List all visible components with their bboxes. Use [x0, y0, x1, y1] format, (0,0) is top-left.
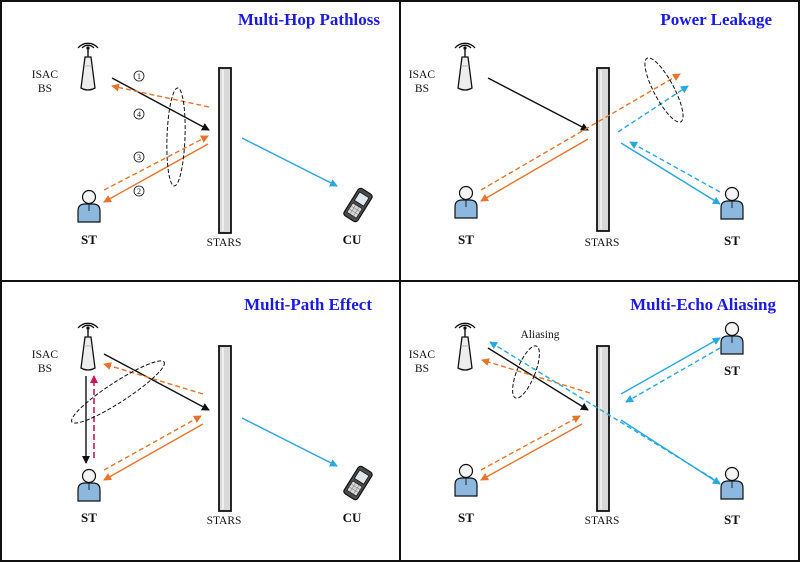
person-icon [454, 463, 478, 497]
arrow-stars-to-st-left [480, 138, 589, 202]
panel-multi-hop-pathloss: Multi-Hop Pathloss ISAC BS ST STARS CU 1… [32, 10, 381, 249]
hop-group-ellipse [166, 87, 186, 187]
arrow-stars-to-cu [241, 137, 338, 187]
antenna-tower-icon [454, 322, 476, 371]
arrow-stars-to-st-bottom [620, 419, 721, 485]
st-right-label: ST [724, 233, 740, 248]
antenna-tower-icon [454, 42, 476, 91]
bs-label-line-2: BS [38, 363, 52, 375]
leakage-ellipse [644, 57, 684, 123]
arrow-bs-to-stars [111, 77, 210, 131]
aliasing-label: Aliasing [521, 329, 560, 341]
person-icon [454, 185, 478, 219]
stars-label: STARS [207, 515, 242, 527]
panel-title: Multi-Path Effect [244, 295, 372, 314]
arrow-st-echo-to-stars [103, 135, 209, 191]
stars-panel-icon [218, 345, 232, 512]
bs-label-line-1: ISAC [409, 349, 436, 361]
svg-text:3: 3 [137, 153, 141, 162]
antenna-tower-icon [77, 42, 99, 91]
panel-title: Multi-Echo Aliasing [630, 295, 776, 314]
arrow-st-left-echo [480, 415, 581, 471]
bs-label-line-1: ISAC [409, 69, 436, 81]
person-icon [720, 466, 744, 500]
multi-path-ellipse [71, 360, 165, 424]
arrow-leakage-blue [617, 85, 689, 133]
bs-label-line-2: BS [415, 363, 429, 375]
person-icon [77, 468, 101, 502]
arrow-stars-to-cu [241, 417, 338, 467]
st-label: ST [81, 510, 97, 525]
svg-text:4: 4 [137, 110, 141, 119]
arrow-stars-to-st-right [620, 142, 721, 205]
arrow-stars-to-st [103, 423, 204, 481]
arrow-st-top-echo [625, 347, 721, 403]
stars-label: STARS [207, 237, 242, 249]
person-icon [720, 321, 744, 355]
arrow-st-right-echo [629, 141, 721, 193]
step-badge-1: 1 [133, 70, 145, 82]
arrow-bs-to-stars [103, 353, 210, 411]
arrow-stars-to-st [103, 143, 209, 203]
arrow-bs-to-stars [487, 347, 589, 411]
svg-text:1: 1 [137, 72, 141, 81]
bs-label-line-2: BS [415, 83, 429, 95]
panel-power-leakage: Power Leakage ISAC BS ST ST STARS [409, 10, 773, 249]
arrow-stars-to-st-top [620, 337, 721, 395]
bs-label-line-1: ISAC [32, 69, 59, 81]
mobile-phone-icon [342, 464, 374, 502]
cu-label: CU [343, 510, 362, 525]
mobile-phone-icon [342, 186, 374, 224]
arrow-stars-to-st-left [480, 423, 583, 481]
panel-multi-path-effect: Multi-Path Effect ISAC BS ST STARS CU [32, 295, 374, 527]
step-badge-4: 4 [133, 108, 145, 120]
arrow-echo-to-bs [103, 362, 204, 395]
person-icon [720, 186, 744, 220]
aliasing-ellipse [512, 345, 540, 399]
person-icon [77, 189, 101, 223]
panel-multi-echo-aliasing: Multi-Echo Aliasing ISAC BS ST ST ST STA… [409, 295, 777, 527]
st-left-label: ST [458, 232, 474, 247]
panel-title: Multi-Hop Pathloss [238, 10, 381, 29]
arrow-echo-to-bs [111, 83, 210, 108]
st-bottom-label: ST [724, 512, 740, 527]
bs-label-line-2: BS [38, 83, 52, 95]
arrow-bs-to-stars [487, 77, 589, 131]
arrow-st-echo-to-stars [103, 415, 202, 471]
panel-title: Power Leakage [660, 10, 772, 29]
bs-label-line-1: ISAC [32, 349, 59, 361]
st-left-label: ST [458, 510, 474, 525]
svg-text:2: 2 [137, 187, 141, 196]
step-badge-3: 3 [133, 151, 145, 163]
cu-label: CU [343, 232, 362, 247]
stars-panel-icon [596, 345, 610, 512]
stars-label: STARS [585, 237, 620, 249]
arrow-st-leakage-through [480, 73, 681, 191]
st-top-label: ST [724, 363, 740, 378]
step-badge-2: 2 [133, 185, 145, 197]
arrow-echo-to-bs-orange [481, 358, 591, 394]
antenna-tower-icon [77, 322, 99, 371]
st-label: ST [81, 232, 97, 247]
stars-label: STARS [585, 515, 620, 527]
stars-panel-icon [218, 67, 232, 234]
stars-panel-icon [596, 67, 610, 232]
